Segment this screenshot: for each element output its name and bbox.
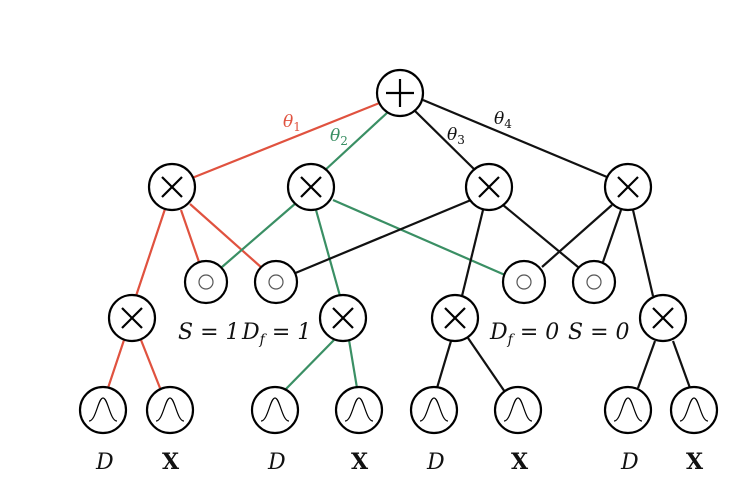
times-icon	[300, 176, 322, 198]
product-node-6	[318, 293, 368, 343]
gaussian-icon	[679, 397, 709, 422]
edge-p4-ind3	[541, 204, 613, 268]
edge-root-p1	[191, 100, 383, 180]
times-icon	[478, 176, 500, 198]
gaussian-icon	[260, 397, 290, 422]
edge-p1-ind2	[189, 203, 263, 269]
edge-root-p3	[413, 109, 477, 172]
product-node-1	[147, 162, 197, 212]
theta3-label: θ3	[447, 125, 465, 147]
label-s1: S = 1	[178, 320, 240, 345]
edge-p8-leaf8	[671, 340, 692, 389]
gaussian-icon	[88, 397, 118, 422]
times-icon	[617, 176, 639, 198]
gaussian-icon	[344, 397, 374, 422]
gaussian-leaf-8	[669, 385, 719, 435]
gaussian-leaf-5	[409, 385, 459, 435]
times-icon	[652, 307, 674, 329]
plus-icon	[386, 79, 414, 107]
edge-p5-leaf2	[139, 339, 162, 389]
product-node-5	[107, 293, 157, 343]
gaussian-icon	[155, 397, 185, 422]
theta1-label: θ1	[283, 112, 301, 134]
gaussian-leaf-3	[250, 385, 300, 435]
edge-root-p4	[422, 98, 608, 179]
indicator-node-df1	[253, 259, 299, 305]
edge-p2-ind1	[221, 202, 297, 268]
edge-p8-leaf7	[636, 340, 657, 389]
product-node-7	[430, 293, 480, 343]
edge-p5-leaf1	[106, 339, 126, 389]
edge-p7-leaf5	[435, 340, 453, 389]
label-df1: Df = 1	[241, 320, 311, 348]
dot-icon	[516, 274, 532, 290]
edge-p7-leaf6	[467, 337, 506, 393]
edge-p3-ind4	[502, 204, 579, 268]
product-node-3	[464, 162, 514, 212]
times-icon	[332, 307, 354, 329]
gaussian-icon	[503, 397, 533, 422]
edge-p2-p6	[314, 209, 342, 297]
leaf-label-d-2: D	[267, 450, 286, 475]
leaf-label-d-1: D	[95, 450, 114, 475]
leaf-label-x-3: X	[511, 449, 529, 475]
gaussian-leaf-1	[78, 385, 128, 435]
indicator-node-s0	[571, 259, 617, 305]
leaf-label-d-3: D	[426, 450, 445, 475]
edge-p3-ind2	[292, 198, 472, 276]
edge-p4-ind4	[601, 209, 623, 263]
dot-icon	[198, 274, 214, 290]
gaussian-leaf-7	[603, 385, 653, 435]
gaussian-leaf-6	[493, 385, 543, 435]
indicator-node-df0	[501, 259, 547, 305]
edges	[106, 98, 692, 393]
product-node-4	[603, 162, 653, 212]
dot-icon	[586, 274, 602, 290]
edge-root-p2	[322, 111, 389, 173]
edge-p3-p7	[460, 209, 485, 297]
gaussian-leaf-2	[145, 385, 195, 435]
edge-p1-ind1	[179, 209, 201, 263]
edge-p6-leaf4	[347, 339, 359, 389]
leaf-label-x-1: X	[162, 449, 180, 475]
times-icon	[121, 307, 143, 329]
theta4-label: θ4	[494, 109, 512, 131]
edge-p2-ind3	[332, 198, 506, 277]
indicator-node-s1	[183, 259, 229, 305]
edge-p1-p5	[134, 208, 167, 297]
edge-p6-leaf3	[282, 339, 335, 393]
label-s0: S = 0	[568, 320, 630, 345]
leaf-label-d-4: D	[620, 450, 639, 475]
dot-icon	[268, 274, 284, 290]
times-icon	[444, 307, 466, 329]
times-icon	[161, 176, 183, 198]
product-node-8	[638, 293, 688, 343]
edge-p4-p8	[631, 209, 655, 297]
leaf-label-x-4: X	[686, 449, 704, 475]
gaussian-icon	[613, 397, 643, 422]
leaf-label-x-2: X	[351, 449, 369, 475]
gaussian-leaf-4	[334, 385, 384, 435]
label-df0: Df = 0	[489, 320, 559, 348]
theta2-label: θ2	[330, 126, 348, 148]
sum-root-node	[375, 68, 425, 118]
product-node-2	[286, 162, 336, 212]
gaussian-icon	[419, 397, 449, 422]
